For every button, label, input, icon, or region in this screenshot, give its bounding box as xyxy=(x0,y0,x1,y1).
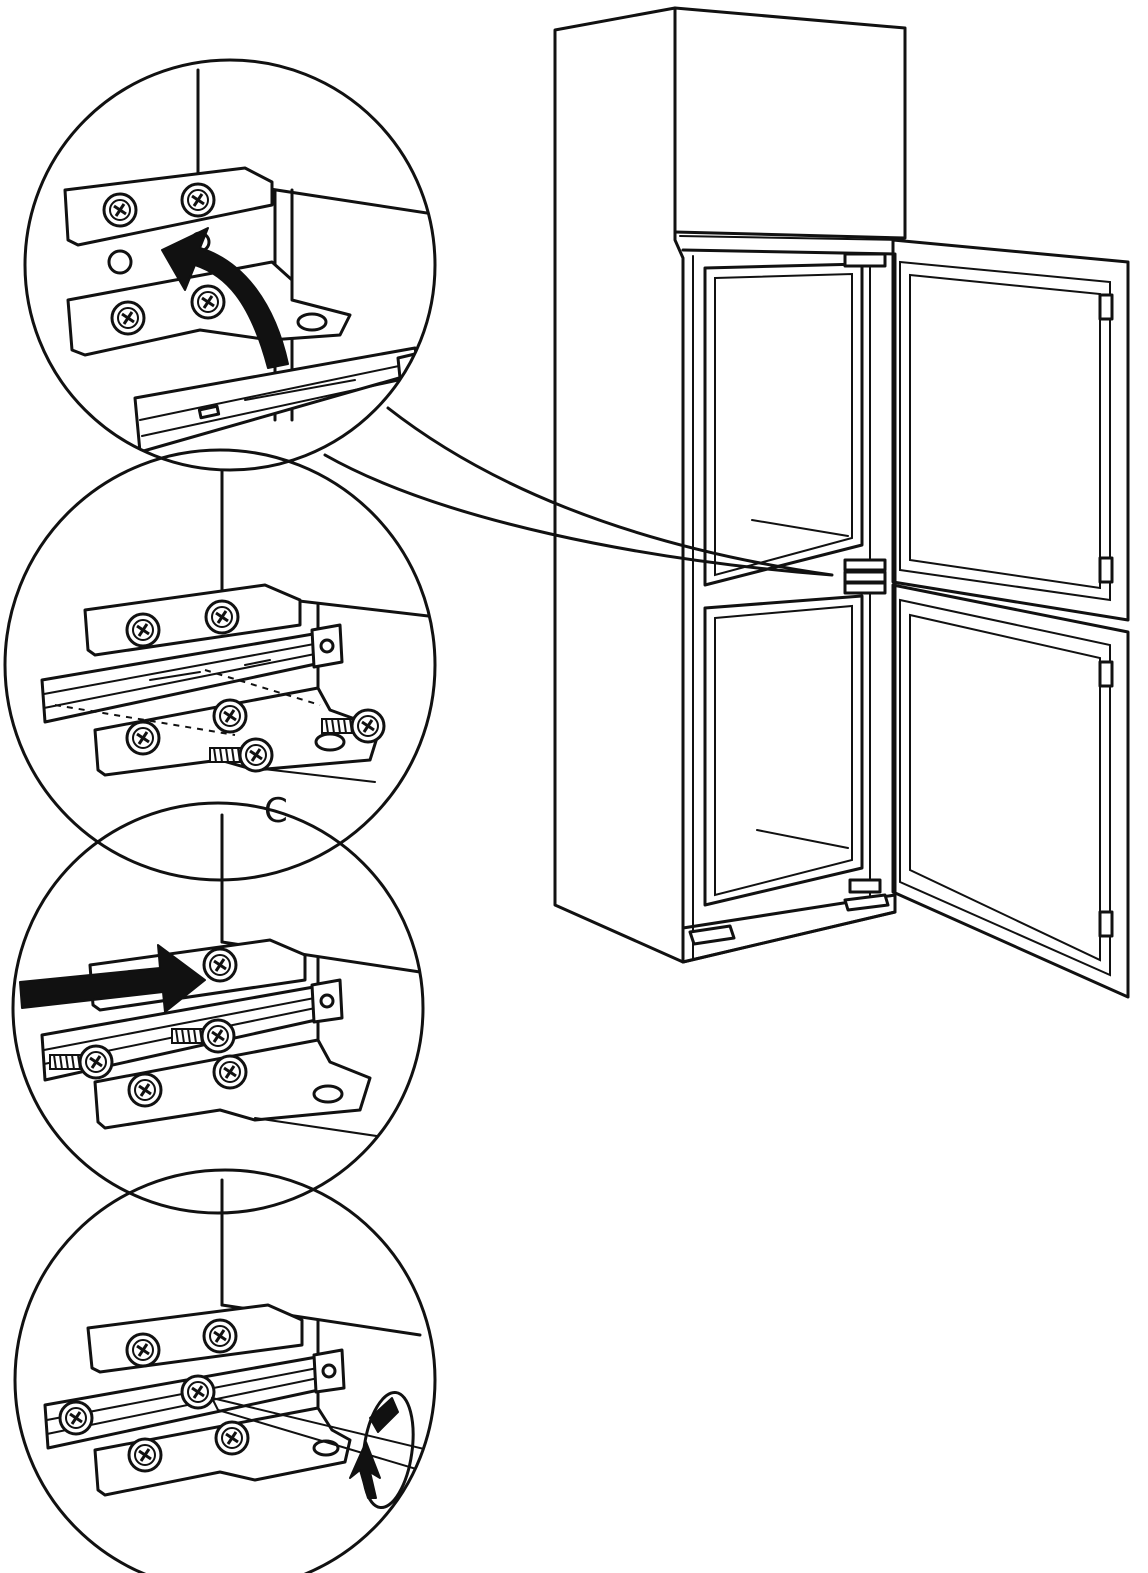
detail-step-4 xyxy=(13,1168,437,1573)
detail-step-3 xyxy=(11,801,425,1215)
detail-step-1 xyxy=(23,58,437,472)
refrigerator-cabinet xyxy=(553,6,1130,999)
callout-connector xyxy=(323,406,834,577)
detail-step-2: C xyxy=(3,448,437,882)
